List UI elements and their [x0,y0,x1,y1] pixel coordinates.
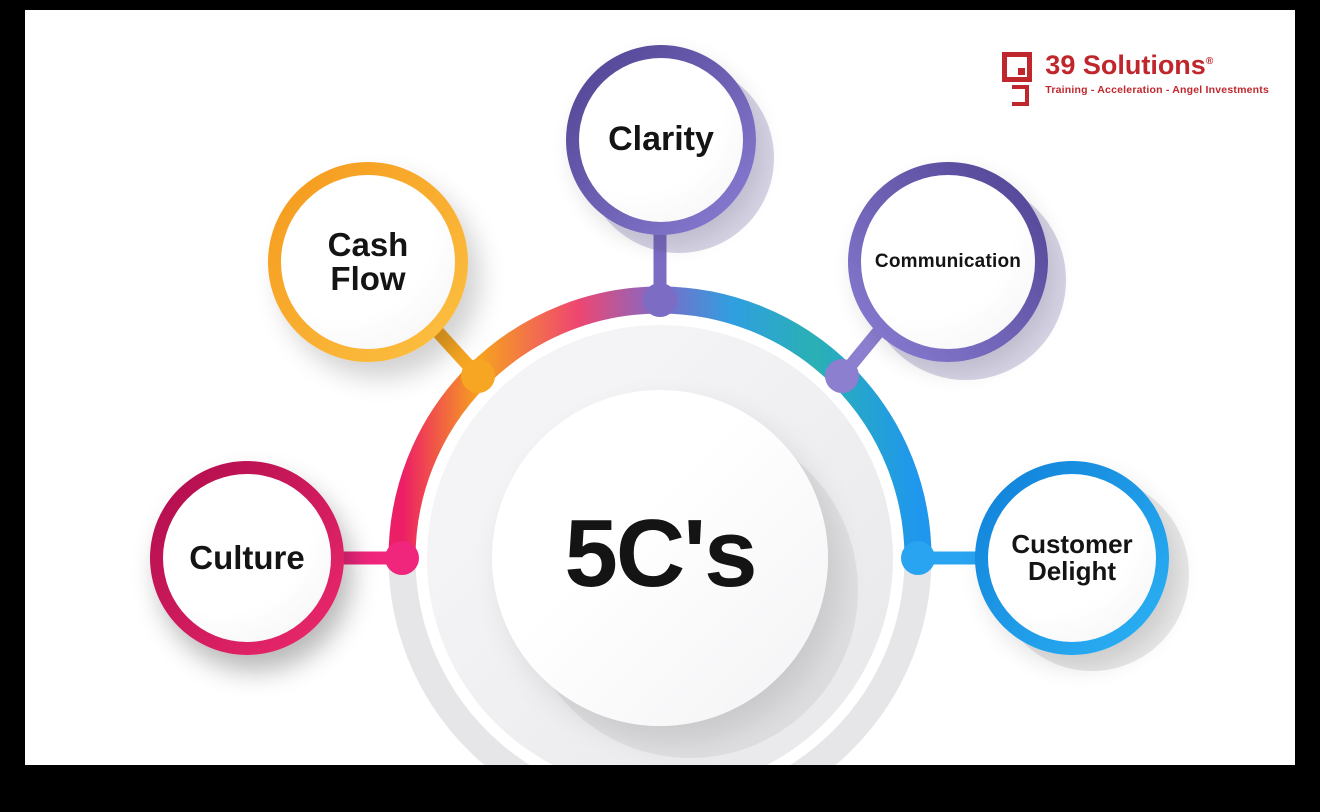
node-clarity-face: Clarity [579,58,743,222]
registered-mark: ® [1205,56,1214,67]
node-cash-flow-label: Cash Flow [327,225,409,297]
node-culture-face: Culture [163,474,331,642]
node-culture: Culture [150,461,344,655]
node-communication: Communication [848,162,1048,362]
node-customer-delight-label-line2: Delight [1027,556,1117,586]
node-customer-delight-label-line1: Customer [1011,528,1133,559]
node-dot-communication [825,359,859,393]
logo-square-icon [1002,52,1033,82]
node-clarity-label: Clarity [608,120,714,159]
infographic-canvas: 5C's Clarity Cash Flow Communic [25,10,1295,765]
brand-name: 39 Solutions® [1045,52,1269,79]
logo-bracket-icon [1012,85,1030,106]
brand-logo-text: 39 Solutions® Training - Acceleration - … [1045,52,1269,97]
node-customer-delight-face: Customer Delight [988,474,1156,642]
node-communication-face: Communication [861,175,1035,349]
logo-square-dot-icon [1018,68,1026,75]
hub-title: 5C's [564,500,758,607]
brand-name-text: 39 Solutions [1045,50,1206,80]
node-communication-label: Communication [875,252,1021,272]
node-communication-label-line1: Communication [874,251,1022,273]
brand-logo-icon [1002,52,1036,106]
node-clarity-label-line1: Clarity [608,120,714,159]
hub-circle: 5C's [492,390,828,726]
node-culture-label-line1: Culture [189,538,305,576]
diagram-connectors [337,222,983,765]
node-cash-flow-face: Cash Flow [281,175,455,349]
node-customer-delight: Customer Delight [975,461,1169,655]
node-dot-clarity [643,283,677,317]
brand-logo: 39 Solutions® Training - Acceleration - … [1002,52,1269,106]
node-cash-flow-label-line2: Flow [330,260,406,297]
node-cash-flow: Cash Flow [268,162,468,362]
node-culture-label: Culture [189,538,305,576]
node-cash-flow-label-line1: Cash [327,225,409,263]
node-customer-delight-label: Customer Delight [1011,528,1133,586]
node-dot-culture [385,541,419,575]
node-dot-cash-flow [461,359,495,393]
node-clarity: Clarity [566,45,756,235]
brand-tagline: Training - Acceleration - Angel Investme… [1045,84,1269,96]
node-dot-customer-delight [901,541,935,575]
